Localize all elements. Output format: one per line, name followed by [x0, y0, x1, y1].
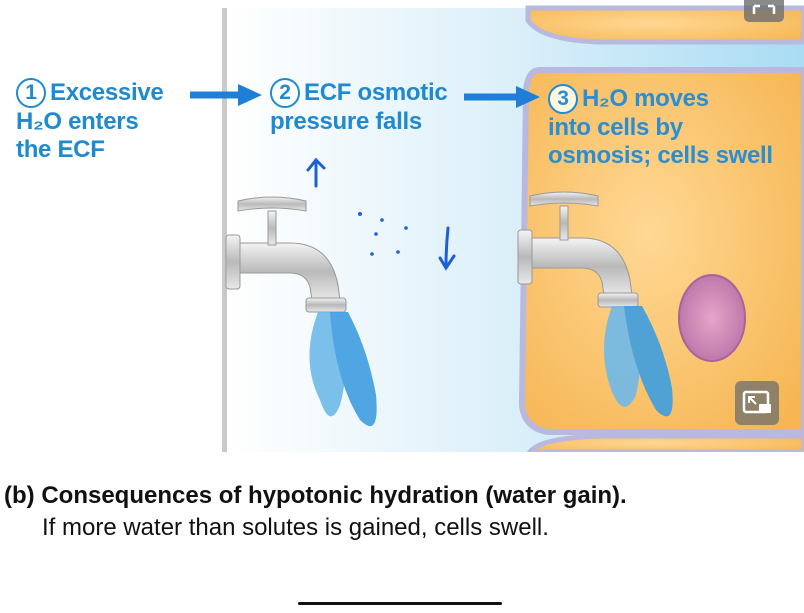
step-2-line-2: pressure falls: [270, 108, 422, 135]
step-1-line-2: H₂O enters: [16, 108, 139, 135]
step-2-line-1: ECF osmotic: [304, 79, 448, 106]
step-1-line-3: the ECF: [16, 136, 105, 164]
faucet-icon: [517, 191, 639, 308]
water-stream-icon: [309, 312, 377, 427]
home-indicator[interactable]: [298, 602, 502, 605]
handwritten-dots: [358, 212, 408, 256]
caption-title: Consequences of hypotonic hydration (wat…: [41, 482, 627, 509]
fullscreen-icon: [752, 4, 776, 14]
figure-illustration: [190, 5, 804, 455]
step-3-line-2: into cells by: [548, 114, 683, 141]
caption-label: (b): [4, 482, 35, 509]
fullscreen-button[interactable]: [744, 0, 784, 22]
panel-divider: [222, 8, 227, 452]
cell-bottom: [525, 433, 804, 455]
step-1-number: 1: [16, 78, 46, 108]
handwritten-annotations: [306, 157, 456, 271]
step-2-number: 2: [270, 78, 300, 108]
water-stream-icon: [604, 306, 673, 417]
picture-in-picture-button[interactable]: [735, 381, 779, 425]
arrow-1-to-2-head: [238, 84, 262, 106]
step-3-number: 3: [548, 84, 578, 114]
caption-subtitle: If more water than solutes is gained, ce…: [42, 514, 549, 541]
step-1-line-1: Excessive: [50, 79, 164, 106]
cell-top: [525, 5, 804, 45]
nucleus-icon: [678, 274, 746, 362]
step-3-line-3: osmosis; cells swell: [548, 142, 773, 170]
figure-caption: (b) Consequences of hypotonic hydration …: [4, 482, 627, 542]
faucet-icon: [225, 196, 347, 313]
step-3-line-1: H₂O moves: [582, 85, 709, 112]
arrow-2-to-3-head: [516, 86, 540, 108]
picture-in-picture-icon: [742, 390, 771, 414]
